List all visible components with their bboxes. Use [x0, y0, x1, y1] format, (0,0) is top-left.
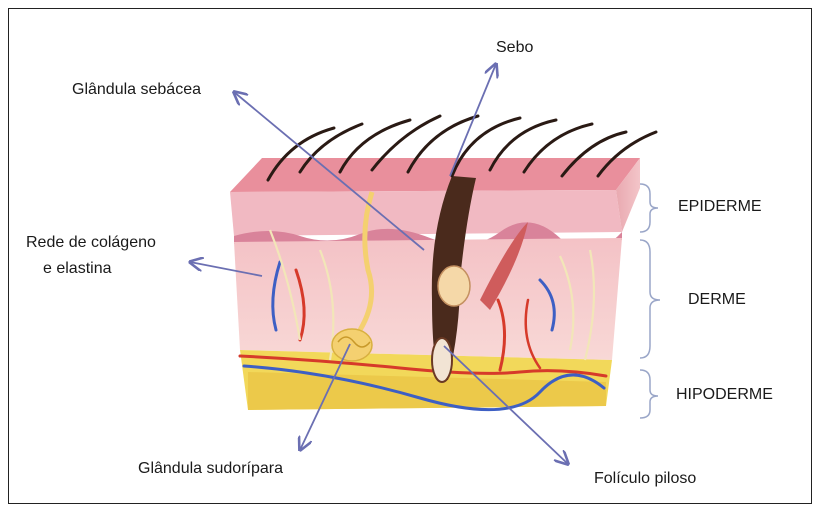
- label-rede-colageno-line2: e elastina: [43, 259, 112, 279]
- sebaceous-gland: [438, 266, 470, 306]
- label-glandula-sebacea: Glândula sebácea: [72, 80, 201, 100]
- layer-brackets: [640, 184, 660, 418]
- label-glandula-sudoripara: Glândula sudorípara: [138, 459, 283, 479]
- label-derme: DERME: [688, 290, 746, 310]
- label-sebo: Sebo: [496, 38, 533, 58]
- label-foliculo-piloso: Folículo piloso: [594, 469, 696, 489]
- epidermis-layer: [230, 190, 622, 236]
- bracket-hipoderme: [640, 370, 658, 418]
- skin-surface: [230, 158, 640, 192]
- hair-bulb: [432, 338, 452, 382]
- label-hipoderme: HIPODERME: [676, 385, 773, 405]
- label-epiderme: EPIDERME: [678, 197, 762, 217]
- bracket-derme: [640, 240, 660, 358]
- bracket-epiderme: [640, 184, 658, 232]
- label-rede-colageno-line1: Rede de colágeno: [26, 233, 156, 253]
